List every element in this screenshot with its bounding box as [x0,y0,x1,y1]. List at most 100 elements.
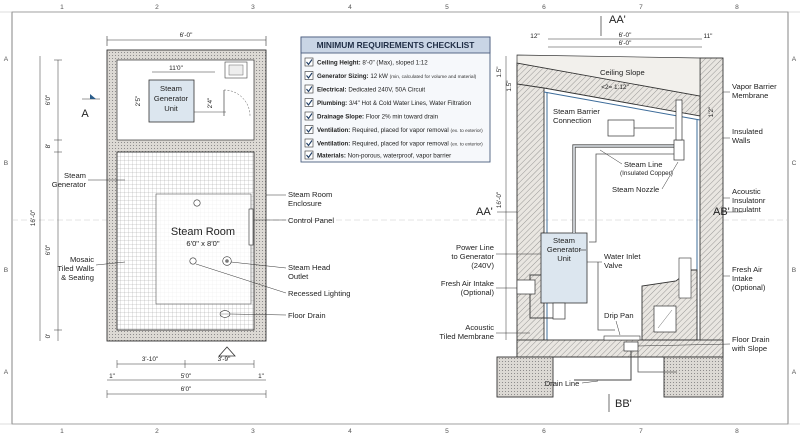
plan-label-head-outlet-2: Outlet [288,272,309,281]
plan-room-size: 6'0" x 8'0" [186,239,220,248]
ceiling-light-fixture [193,199,201,207]
checkbox [304,71,314,80]
plan-dim-bottom-right: 3'-9" [218,356,231,363]
checklist-item: Ceiling Height: 8'-0" (Max), sloped 1:12 [304,57,428,67]
check-icon [306,140,313,147]
section-sg-line1: Steam [553,236,575,245]
svg-text:Ventilation: Required, placed: Ventilation: Required, placed for vapor … [317,127,483,134]
section-label-acoustic-2: Insulatonr [732,196,766,205]
plan-dim-sg-width: 2'5" [135,96,142,107]
plan-section-marker: A [81,108,89,120]
section-label-drip-pan: Drip Pan [604,311,634,320]
grid-row-left-1: A [4,56,9,63]
section-sg-line2: Generator [547,245,582,254]
section-label-fresh-right-3: (Optional) [732,283,766,292]
section-top-marker: AA' [609,14,626,26]
grid-col-5: 5 [445,4,449,11]
plan-label-head-outlet-1: Steam Head [288,263,330,272]
grid-col-3-bottom: 3 [251,428,255,435]
plan-label-enclosure-1: Steam Room [288,190,332,199]
grid-columns-bottom: 1 2 3 4 5 6 7 8 [60,428,739,435]
checkbox [304,98,314,107]
section-label-acoustic-3: Inculatnt [732,205,762,214]
plan-label-mosaic-3: & Seating [61,273,94,282]
section-right-marker: AB' [713,206,730,218]
section-label-ceiling-slope: Ceiling Slope [600,68,645,77]
vapor-barrier-line [543,91,701,121]
checklist-item: Electrical: Dedicated 240V, 50A Circuit [304,84,425,94]
plan-label-mosaic-2: Tiled Walls [57,264,94,273]
plan-label-steam-generator-2: Generator [52,180,87,189]
check-icon [306,86,313,93]
steam-barrier-connector [607,119,635,137]
check-icon [306,152,313,159]
svg-text:Drainage Slope: Floor 2% min t: Drainage Slope: Floor 2% min toward drai… [317,114,439,121]
plan-dim-bottom: 0' [45,334,52,339]
grid-col-3: 3 [251,4,255,11]
grid-row-left-2: B [4,160,9,167]
section-bottom-marker: BB' [615,398,632,410]
checklist-item: Drainage Slope: Floor 2% min toward drai… [304,111,439,121]
check-icon [306,72,313,79]
grid-columns-top: 1 2 3 4 5 6 7 8 [60,4,739,11]
steam-line-pipe [573,145,676,233]
grid-col-4: 4 [348,4,352,11]
plan-dim-left-edge: 1" [109,373,115,380]
section-label-acoustic-tiled-2: Tiled Membrane [439,332,494,341]
check-icon [306,113,313,120]
svg-text:Plumbing: 3/4" Hot & Cold Wate: Plumbing: 3/4" Hot & Cold Water Lines, W… [317,100,472,107]
section-label-floor-drain-1: Floor Drain [732,335,770,344]
grid-row-left-4: A [4,369,9,376]
svg-text:Ceiling Height: 8'-0" (Max), s: Ceiling Height: 8'-0" (Max), sloped 1:12 [317,60,428,67]
plan-dim-top: 6'-0" [180,32,193,39]
checkbox [304,138,314,148]
checklist-title: MINIMUM REQUIREMENTS CHECKLIST [317,40,476,50]
section-label-acoustic-1: Acoustic [732,187,761,196]
door-swing [223,89,251,117]
grid-col-8: 8 [735,4,739,11]
drip-pan [603,335,641,341]
svg-text:Electrical: Dedicated 240V, 50: Electrical: Dedicated 240V, 50A Circuit [317,87,425,94]
section-dim-inner: 6'-0" [619,40,632,47]
grid-col-1: 1 [60,4,64,11]
section-label-vapor-2: Membrane [732,91,768,100]
grid-row-left-3: B [4,267,9,274]
check-icon [306,126,313,133]
section-label-floor-drain-2: with Slope [731,344,767,353]
plan-dim-total-height: 16'-0" [30,210,37,226]
checklist-item: Plumbing: 3/4" Hot & Cold Water Lines, W… [304,98,472,107]
section-foundation-right [663,356,724,398]
control-panel-fixture [248,208,254,246]
section-dim-left-total: 16'-0" [496,192,503,208]
checklist-item: Generator Sizing: 12 kW (min, calculated… [304,71,477,80]
plan-entry-marker [218,346,236,357]
checkbox [304,57,314,67]
svg-text:Ventilation: Required, placed: Ventilation: Required, placed for vapor … [317,141,483,148]
checkbox [304,150,314,160]
grid-col-2: 2 [155,4,159,11]
plan-dim-middle: 8' [45,144,52,149]
section-dim-top: 6'-0" [619,32,632,39]
checklist-item: Ventilation: Required, placed for vapor … [304,138,483,148]
section-sg-line3: Unit [557,254,571,263]
checklist-header [300,36,491,54]
section-foundation-left [496,356,554,398]
plan-sg-line2: Generator [154,94,189,103]
grid-col-4-bottom: 4 [348,428,352,435]
grid-col-7-bottom: 7 [639,428,643,435]
section-label-vapor-1: Vapor Barrier [732,82,777,91]
grid-row-right-4: A [792,369,797,376]
section-label-steam-line-note: (Insulated Copper) [620,170,673,177]
grid-col-1-bottom: 1 [60,428,64,435]
section-floor-slab [516,339,724,358]
grid-col-8-bottom: 8 [735,428,739,435]
section-label-power-1: Power Line [456,243,494,252]
section-label-water-1: Water Inlet [604,252,641,261]
section-label-steam-line: Steam Line [624,160,662,169]
grid-rows-left: A B B A [4,56,9,376]
checkbox [304,125,314,134]
plan-dim-closet: 11'0" [169,65,183,72]
grid-col-6: 6 [542,4,546,11]
section-view: AA' 6'-0" 6'-0" 12" 11" <2= 1:12" 1.5" 1… [439,14,777,412]
